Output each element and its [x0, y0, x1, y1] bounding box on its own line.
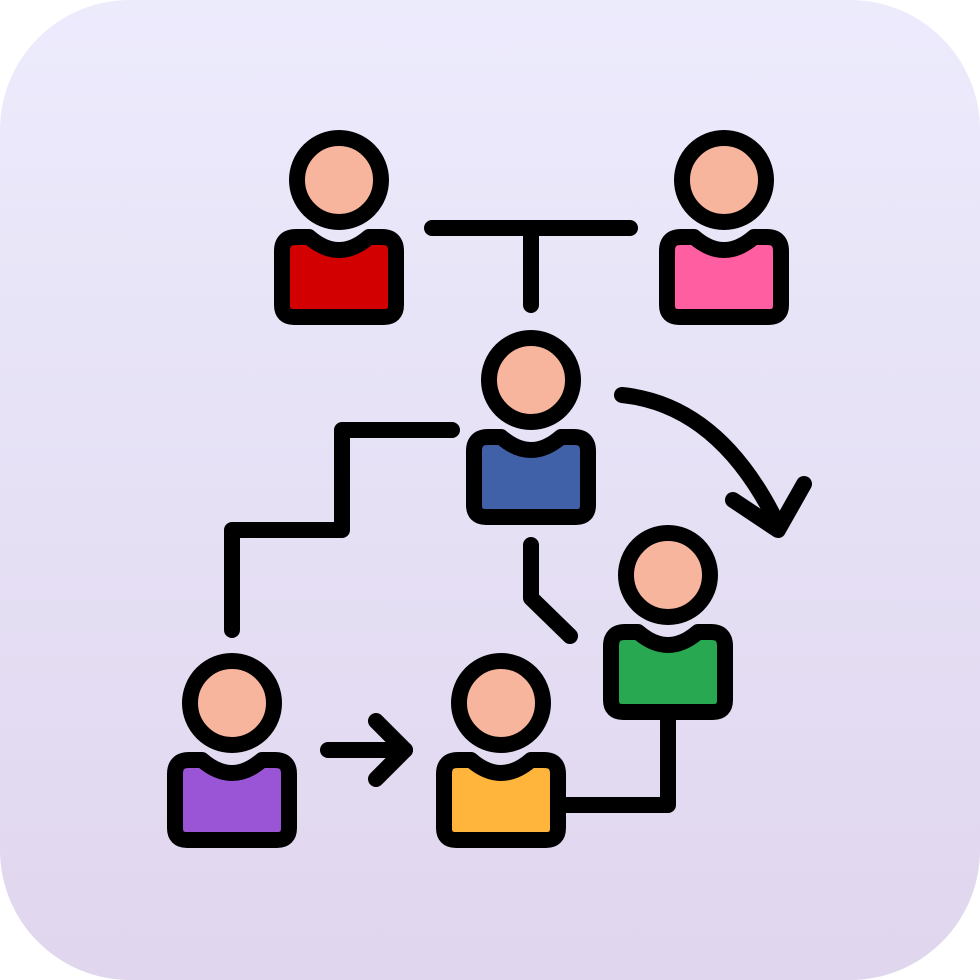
connector-lines [224, 220, 812, 813]
person-head [289, 130, 389, 230]
person-icon-center [466, 330, 596, 525]
stair-connector [224, 422, 460, 638]
right-arrow-head [368, 713, 413, 787]
bottom-right-connector [557, 704, 676, 813]
person-head [618, 525, 718, 625]
center-down-connector [523, 537, 578, 644]
person-head [481, 330, 581, 430]
person-shirt [436, 752, 566, 848]
person-icon-top-left [274, 130, 404, 325]
person-shirt [167, 752, 297, 848]
person-shirt [659, 229, 789, 325]
curved-arrow-icon [614, 387, 786, 533]
person-icon-bottom-left [167, 653, 297, 848]
person-shirt [466, 429, 596, 525]
people-group [167, 130, 789, 848]
person-head [182, 653, 282, 753]
curved-arrow-head [725, 476, 812, 538]
person-icon-right [603, 525, 733, 720]
person-icon-top-right [659, 130, 789, 325]
person-head [674, 130, 774, 230]
person-shirt [603, 624, 733, 720]
person-head [451, 653, 551, 753]
person-icon-bottom-middle [436, 653, 566, 848]
person-shirt [274, 229, 404, 325]
